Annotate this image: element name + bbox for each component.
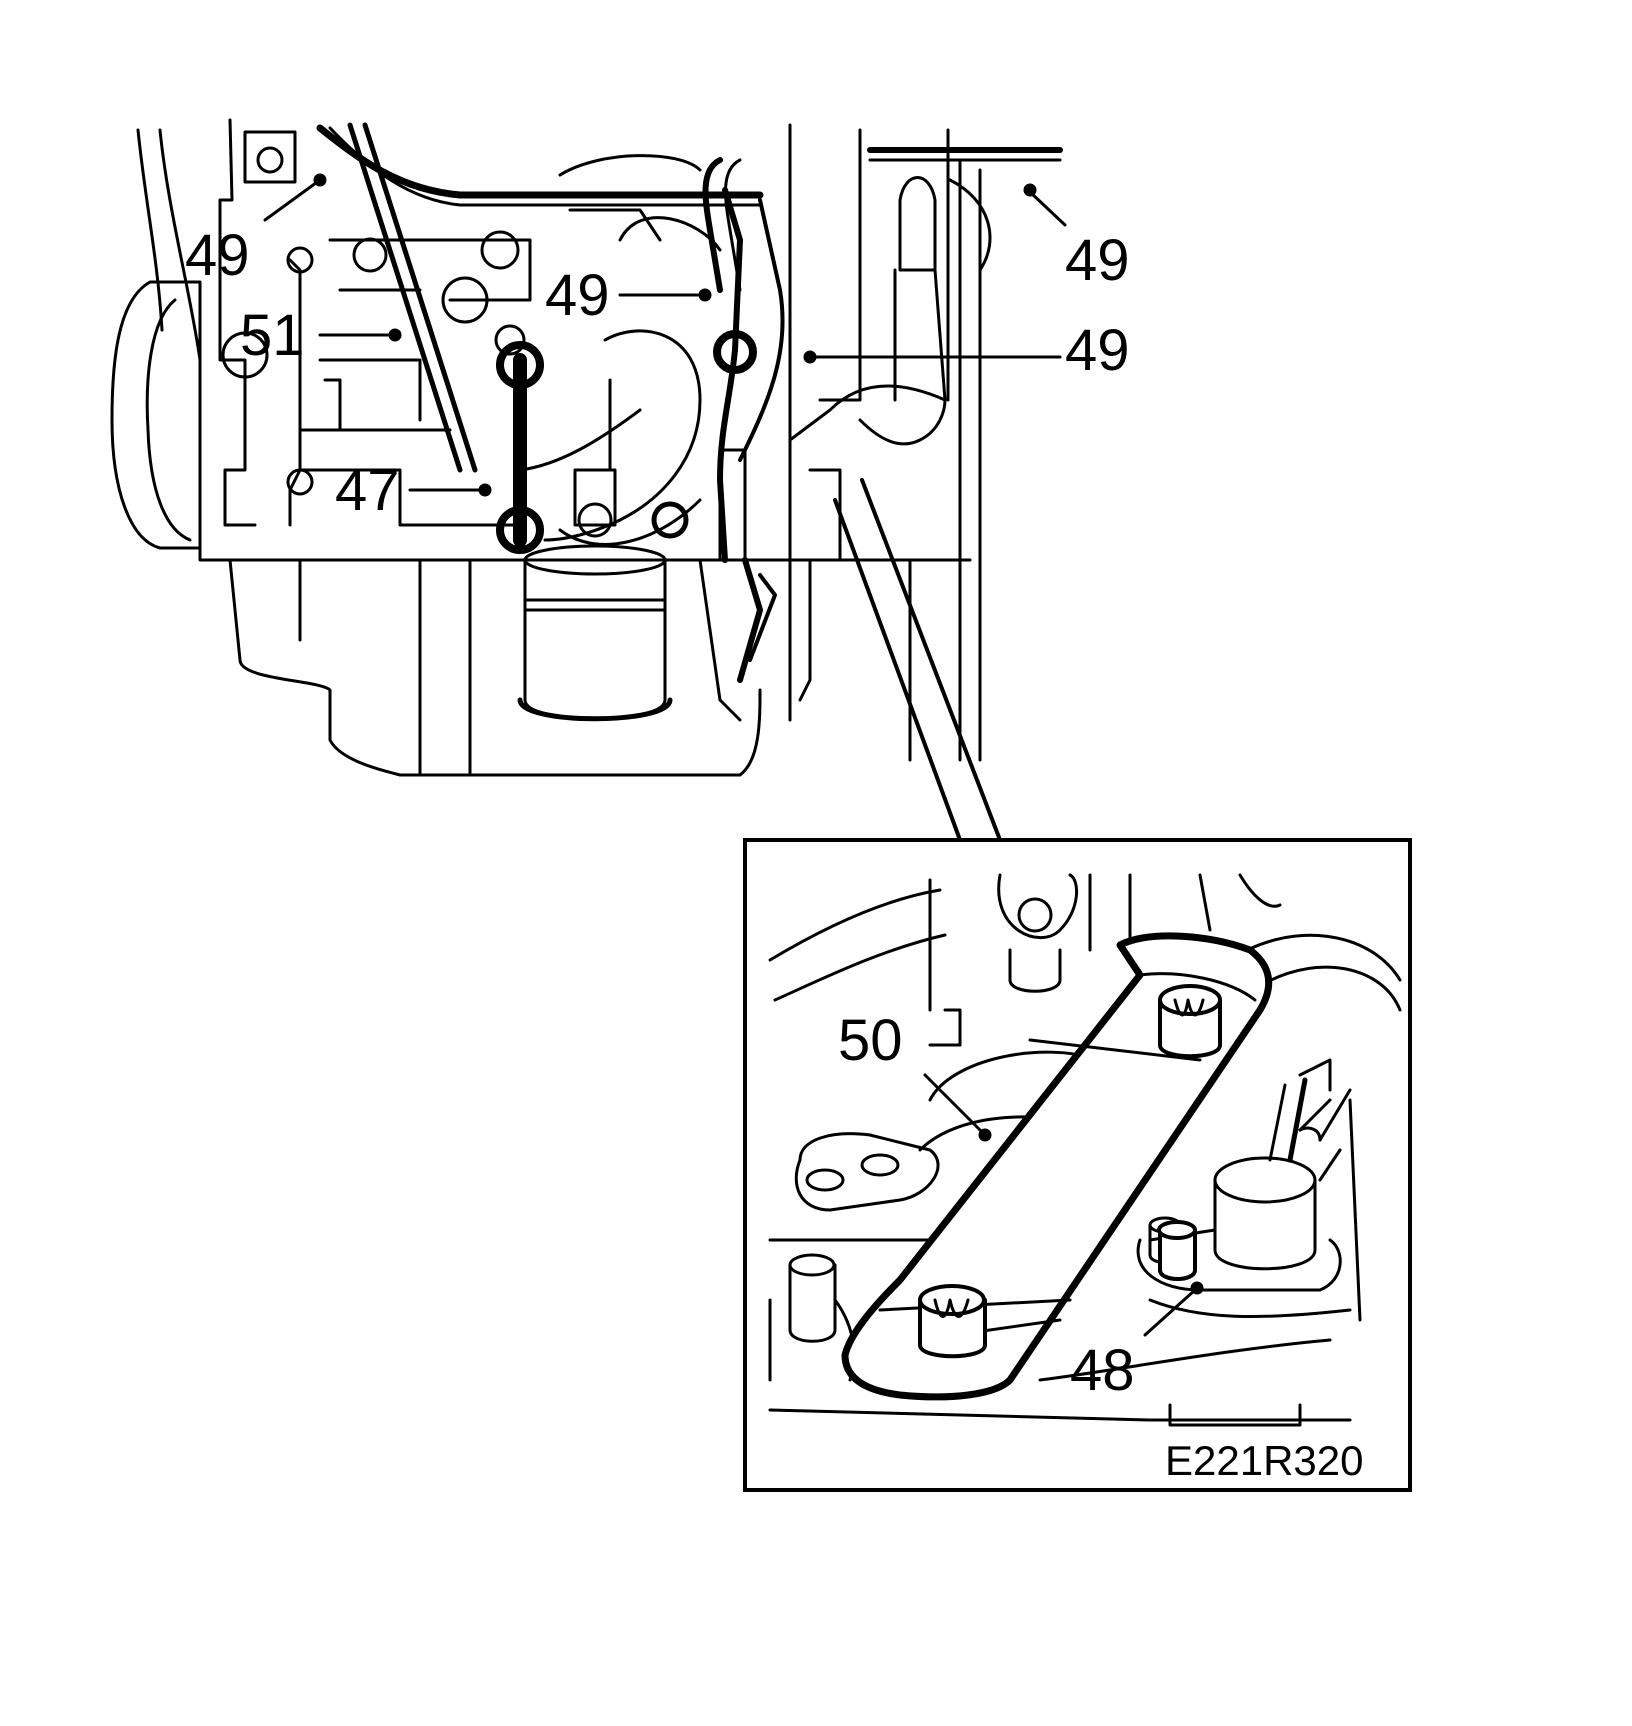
callout-49-right: 49: [1065, 318, 1130, 383]
callout-51: 51: [240, 303, 305, 368]
figure-code: E221R320: [1165, 1437, 1364, 1484]
callout-49-center: 49: [545, 263, 610, 328]
callout-48: 48: [1070, 1338, 1135, 1403]
engine-block-drawing: [110, 118, 1063, 777]
callout-leaders: [263, 173, 1204, 1337]
bracket-bolt-bottom: [918, 1284, 987, 1359]
detail-inset: [743, 838, 1412, 1492]
mount-bolt-48: [1157, 1220, 1197, 1281]
bracket-bolt-top: [1158, 984, 1222, 1059]
callout-49-upper-left: 49: [185, 223, 250, 288]
callout-49-upper-right: 49: [1065, 228, 1130, 293]
callout-47: 47: [335, 458, 400, 523]
callout-50: 50: [838, 1008, 903, 1073]
detail-zoom-leader: [833, 478, 1002, 842]
